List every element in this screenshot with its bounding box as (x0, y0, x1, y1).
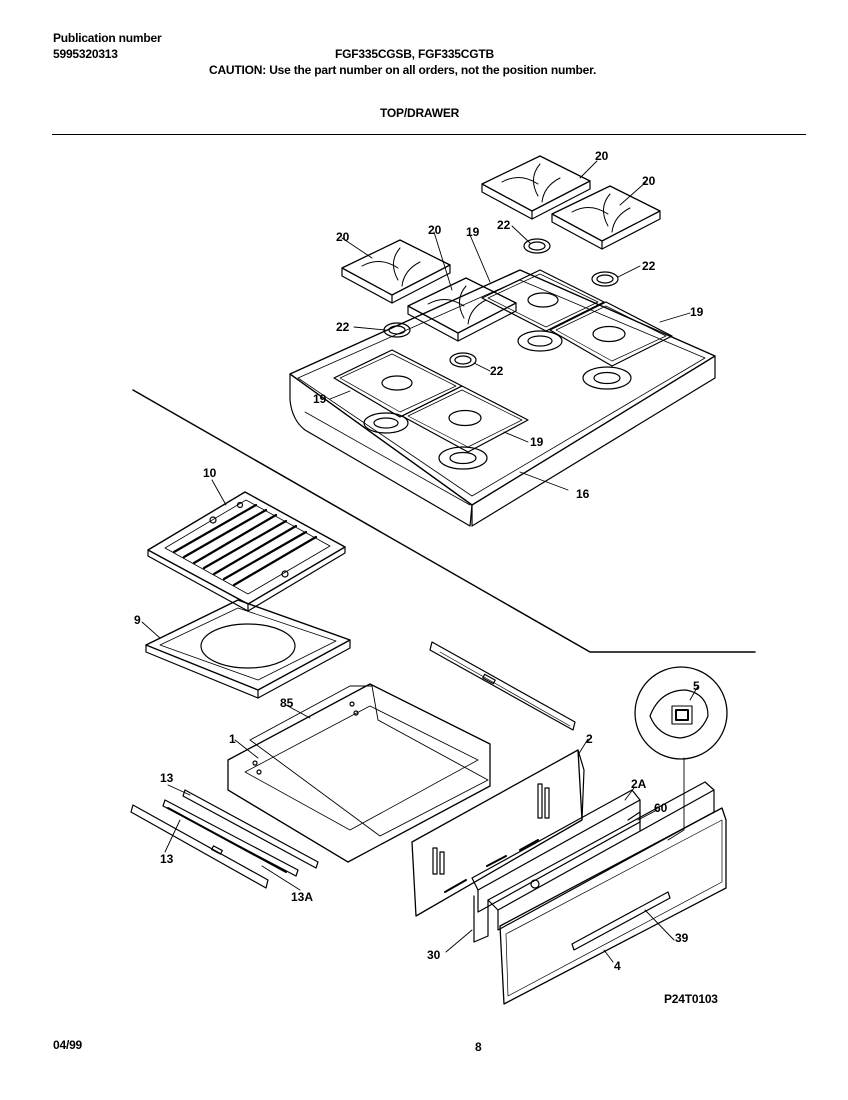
leader-lines (142, 161, 698, 962)
section-title: TOP/DRAWER (380, 106, 460, 120)
knob-detail-circle (635, 667, 727, 759)
burner-rings (384, 239, 618, 367)
callout-16: 16 (576, 487, 590, 501)
callout-22: 22 (497, 218, 511, 232)
caution-note: CAUTION: Use the part number on all orde… (209, 63, 597, 77)
burner-grates (342, 156, 660, 341)
callout-39: 39 (675, 931, 689, 945)
callout-20: 20 (642, 174, 656, 188)
drawer-side-panel (412, 750, 584, 916)
callout-9: 9 (134, 613, 141, 627)
callout-20: 20 (336, 230, 350, 244)
callout-20: 20 (428, 223, 442, 237)
callout-22: 22 (490, 364, 504, 378)
drawer-front (472, 782, 726, 1004)
callout-30: 30 (427, 948, 441, 962)
callout-5: 5 (693, 679, 700, 693)
model-numbers: FGF335CGSB, FGF335CGTB (335, 47, 494, 61)
section-divider-line (133, 390, 755, 652)
header-divider (52, 134, 806, 135)
callout-13A: 13A (291, 890, 314, 904)
callout-22: 22 (336, 320, 350, 334)
callout-4: 4 (614, 959, 621, 973)
callout-2: 2 (586, 732, 593, 746)
cooktop-assembly (290, 270, 715, 526)
publication-label: Publication number (53, 31, 162, 45)
callout-85: 85 (280, 696, 294, 710)
callout-1: 1 (229, 732, 236, 746)
callout-13: 13 (160, 852, 174, 866)
broiler-pan (146, 600, 350, 698)
callout-20: 20 (595, 149, 609, 163)
footer-date: 04/99 (53, 1038, 83, 1052)
publication-number: 5995320313 (53, 47, 118, 61)
callout-19: 19 (690, 305, 704, 319)
burner-trim-plates (334, 270, 672, 452)
drawer-slide-rails (131, 790, 318, 888)
callout-22: 22 (642, 259, 656, 273)
callout-13: 13 (160, 771, 174, 785)
figure-id: P24T0103 (664, 992, 718, 1006)
callout-10: 10 (203, 466, 217, 480)
callout-19: 19 (313, 392, 327, 406)
broiler-grid (148, 492, 345, 611)
drawer-body (228, 684, 490, 862)
callout-2A: 2A (631, 777, 647, 791)
callout-19: 19 (466, 225, 480, 239)
page-number: 8 (475, 1040, 482, 1054)
drawer-rail-bracket (430, 642, 575, 730)
callout-60: 60 (654, 801, 668, 815)
callout-19: 19 (530, 435, 544, 449)
